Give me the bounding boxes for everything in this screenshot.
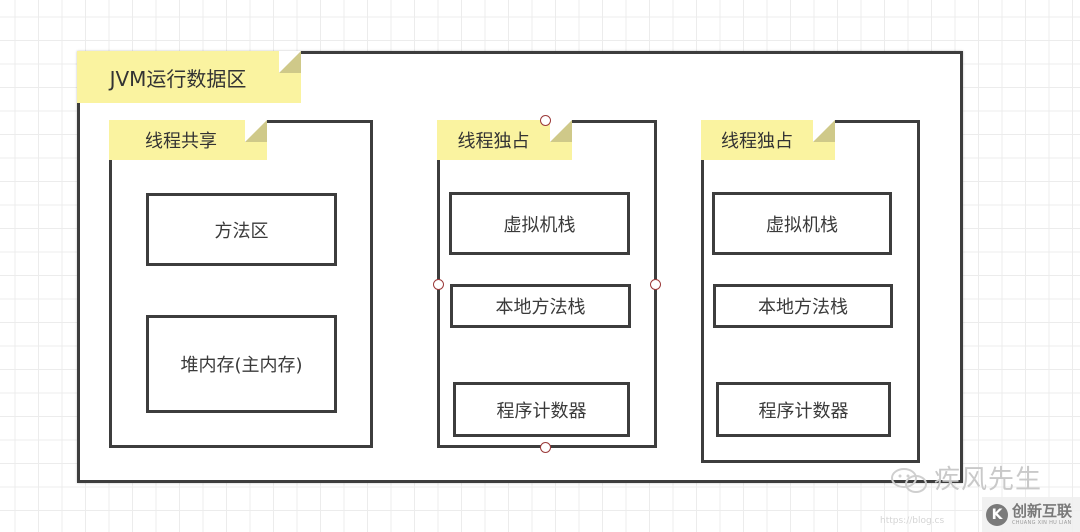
group-label: 线程独占 (457, 131, 530, 152)
cell-method-area[interactable]: 方法区 (146, 193, 337, 266)
group-label: 线程共享 (145, 131, 217, 152)
brand-watermark: K 创新互联 CHUANG XIN HU LIAN (982, 497, 1080, 532)
cell-label: 虚拟机栈 (766, 214, 838, 236)
resize-handle-left[interactable] (433, 279, 444, 290)
resize-handle-right[interactable] (650, 279, 661, 290)
brand-name: 创新互联 (1012, 501, 1073, 520)
note-fold-icon (813, 120, 835, 142)
brand-logo-icon: K (986, 503, 1008, 526)
cell-label: 虚拟机栈 (503, 214, 576, 236)
note-fold-icon (550, 120, 572, 142)
group-label: 线程独占 (721, 131, 793, 152)
cell-heap-memory[interactable]: 堆内存(主内存) (146, 315, 337, 413)
cell-label: 程序计数器 (496, 400, 587, 422)
cell-label: 程序计数器 (758, 400, 849, 422)
group-thread-private-2-note: 线程独占 (701, 120, 835, 160)
group-thread-shared-note: 线程共享 (109, 120, 267, 160)
cell-native-method-stack[interactable]: 本地方法栈 (450, 284, 631, 328)
cell-program-counter[interactable]: 程序计数器 (453, 382, 630, 437)
resize-handle-top[interactable] (540, 115, 551, 126)
resize-handle-bottom[interactable] (540, 442, 551, 453)
author-watermark: 疾风先生 (934, 465, 1043, 495)
cell-label: 本地方法栈 (495, 297, 586, 318)
cell-label: 堆内存(主内存) (180, 355, 303, 376)
note-fold-icon (279, 51, 301, 73)
cell-label: 本地方法栈 (758, 297, 848, 318)
cell-native-method-stack[interactable]: 本地方法栈 (713, 284, 893, 328)
group-thread-private-1-note: 线程独占 (437, 120, 572, 160)
cell-vm-stack[interactable]: 虚拟机栈 (449, 192, 630, 255)
note-fold-icon (245, 120, 267, 142)
cell-vm-stack[interactable]: 虚拟机栈 (712, 192, 892, 255)
brand-subtitle: CHUANG XIN HU LIAN (1012, 519, 1072, 526)
diagram-title: JVM运行数据区 (109, 66, 247, 91)
url-watermark: https://blog.cs (880, 516, 945, 526)
wechat-icon (891, 468, 927, 493)
jvm-title-note: JVM运行数据区 (77, 51, 301, 103)
cell-label: 方法区 (214, 220, 269, 242)
cell-program-counter[interactable]: 程序计数器 (716, 382, 891, 437)
